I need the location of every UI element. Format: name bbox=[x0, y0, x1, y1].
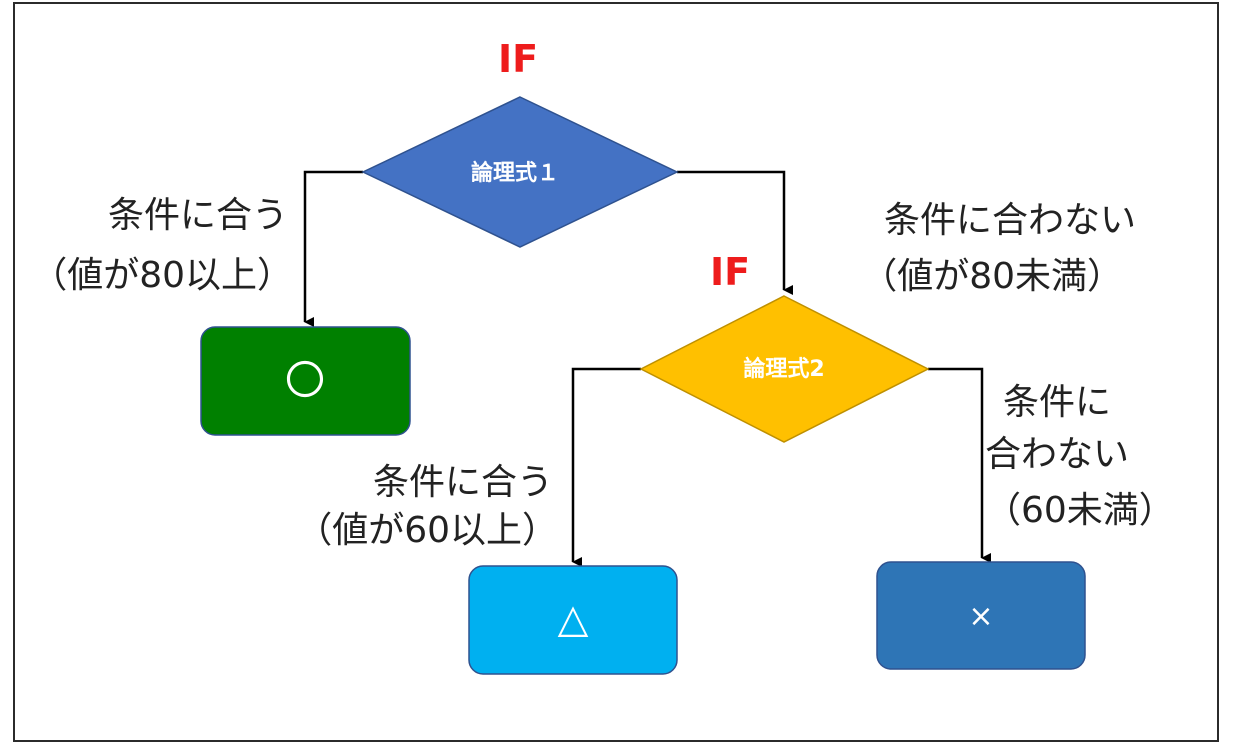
connector-decision2-to-fail bbox=[928, 367, 991, 563]
result-pass-box bbox=[200, 326, 411, 436]
branch2-true-line2: （値が60以上） bbox=[296, 510, 558, 551]
connector-decision2-to-mid bbox=[571, 367, 641, 567]
branch1-false-line2: （値が80未満） bbox=[861, 256, 1123, 297]
diagram-frame bbox=[13, 2, 1219, 742]
connector-decision1-to-pass bbox=[303, 170, 363, 327]
branch2-false-line3: （60未満） bbox=[985, 490, 1175, 531]
decision-1-diamond bbox=[361, 96, 679, 248]
branch2-false-line2: 合わない bbox=[985, 434, 1129, 475]
branch1-true-line2: （値が80以上） bbox=[31, 255, 293, 296]
branch2-true-line1: 条件に合う bbox=[373, 462, 553, 503]
decision-1-label: 論理式１ bbox=[471, 160, 559, 186]
branch1-false-line1: 条件に合わない bbox=[884, 200, 1136, 241]
decision-2-diamond bbox=[639, 295, 930, 443]
branch1-true-line1: 条件に合う bbox=[108, 195, 288, 236]
result-pass-symbol: 〇 bbox=[285, 358, 325, 404]
branch2-false-line1: 条件に bbox=[1003, 382, 1111, 423]
if-label-1: IF bbox=[498, 37, 538, 81]
result-fail-symbol: × bbox=[968, 599, 993, 634]
if-label-2: IF bbox=[710, 250, 750, 294]
connector-decision1-to-decision2 bbox=[677, 170, 793, 295]
result-fail-box bbox=[876, 561, 1086, 670]
result-mid-symbol: △ bbox=[558, 596, 589, 642]
result-mid-box bbox=[468, 565, 678, 675]
decision-2-label: 論理式2 bbox=[743, 356, 824, 382]
